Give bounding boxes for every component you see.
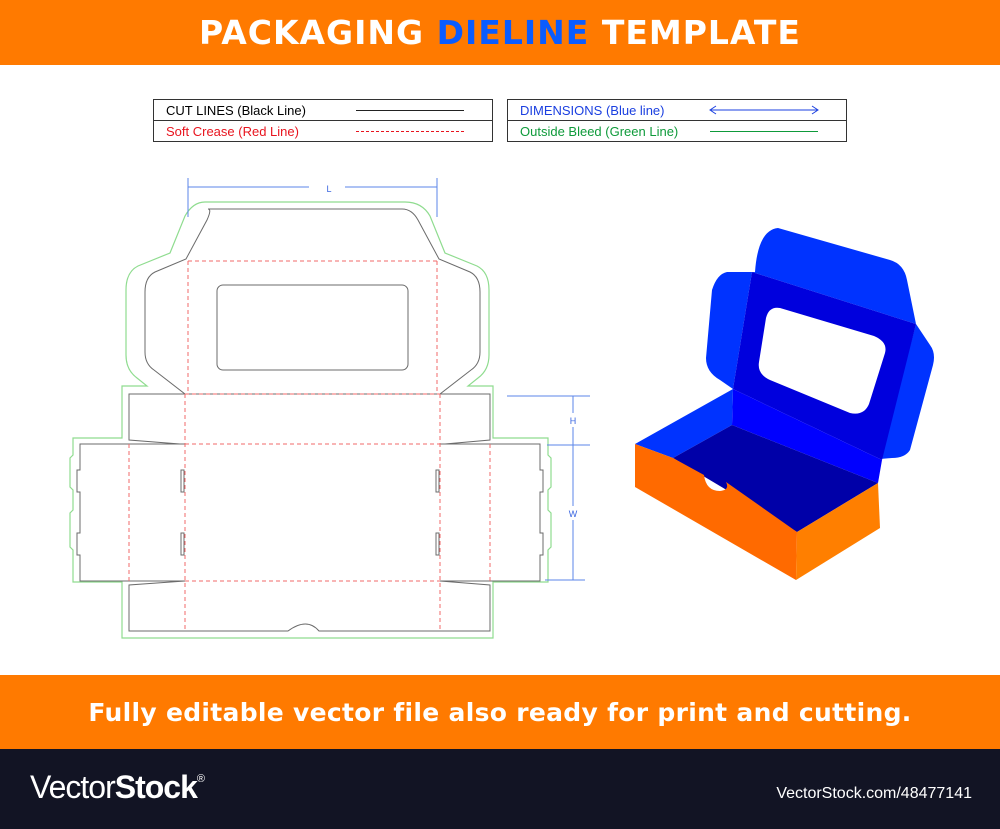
box-front-wall [635,444,797,580]
source-url: VectorStock.com/48477141 [776,785,972,802]
dimension-lines [187,178,590,581]
box-floor [673,425,878,532]
bleed-outline [69,201,552,639]
cut-line-sample [356,110,464,111]
legend-label-outside-bleed: Outside Bleed (Green Line) [520,123,679,139]
legend-dimensions-bleed: DIMENSIONS (Blue line) Outside Bleed (Gr… [507,99,847,142]
title-accent: DIELINE [436,13,590,52]
logo-thin: Vector [30,769,116,805]
cut-lines [76,208,544,632]
legend-row-cut-lines: CUT LINES (Black Line) [154,100,492,120]
crease-line-sample [356,131,464,132]
legend-row-dimensions: DIMENSIONS (Blue line) [508,100,846,120]
legend-label-dimensions: DIMENSIONS (Blue line) [520,102,665,118]
lid-right-flap [880,324,934,459]
lid-tuck-flap [752,228,916,324]
lid-left-flap [706,272,752,389]
bleed-line-sample [710,131,818,132]
double-arrow-icon [709,105,819,115]
logo-bold: Stock [114,769,198,805]
box-side-wall [796,483,880,580]
legend-label-cut-lines: CUT LINES (Black Line) [166,102,306,118]
dimension-label-height: H [570,416,577,426]
feature-text: Fully editable vector file also ready fo… [88,697,912,727]
footer: VectorStock® VectorStock.com/48477141 [0,749,1000,829]
vectorstock-logo: VectorStock® [30,769,205,806]
title-part-2: TEMPLATE [601,13,801,52]
box-3d-illustration [635,228,934,580]
title-part-1: PACKAGING [199,13,425,52]
legend-label-soft-crease: Soft Crease (Red Line) [166,123,299,139]
left-wall-inner [635,389,733,458]
crease-lines [128,260,491,631]
dimension-label-width: W [569,509,578,519]
dieline-drawing: L H W [69,178,590,639]
page-title: PACKAGING DIELINE TEMPLATE [199,13,801,52]
title-banner: PACKAGING DIELINE TEMPLATE [0,0,1000,65]
legend-cut-crease: CUT LINES (Black Line) Soft Crease (Red … [153,99,493,142]
dimension-label-length: L [326,184,331,194]
back-wall-inner [732,389,882,483]
legend-row-outside-bleed: Outside Bleed (Green Line) [508,120,846,141]
legend-row-soft-crease: Soft Crease (Red Line) [154,120,492,141]
feature-banner: Fully editable vector file also ready fo… [0,675,1000,749]
lid-window [758,307,886,414]
registered-mark: ® [196,773,205,785]
